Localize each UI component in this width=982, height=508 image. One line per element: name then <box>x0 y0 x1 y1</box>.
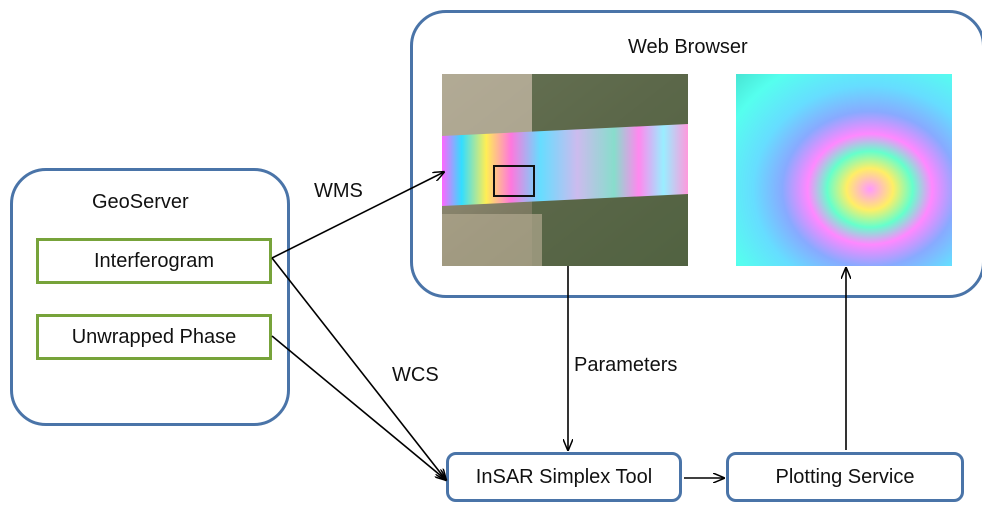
phase-plot-image <box>736 74 952 266</box>
geoserver-container <box>10 168 290 426</box>
plotting-service-label: Plotting Service <box>775 465 915 488</box>
wms-label: WMS <box>314 180 363 202</box>
insar-simplex-tool-label: InSAR Simplex Tool <box>475 465 653 488</box>
plotting-service-box: Plotting Service <box>726 452 964 502</box>
parameters-label: Parameters <box>574 354 678 376</box>
wcs-label: WCS <box>392 364 439 386</box>
geoserver-title: GeoServer <box>92 191 189 213</box>
unwrapped-phase-layer-label: Unwrapped Phase <box>71 325 237 348</box>
interferogram-map-image <box>442 74 688 266</box>
web-browser-title: Web Browser <box>628 36 748 58</box>
interferogram-layer: Interferogram <box>36 238 272 284</box>
wcs-arrow-unwrapped <box>271 335 446 480</box>
insar-simplex-tool-box: InSAR Simplex Tool <box>446 452 682 502</box>
unwrapped-phase-layer: Unwrapped Phase <box>36 314 272 360</box>
interferogram-layer-label: Interferogram <box>93 249 215 272</box>
